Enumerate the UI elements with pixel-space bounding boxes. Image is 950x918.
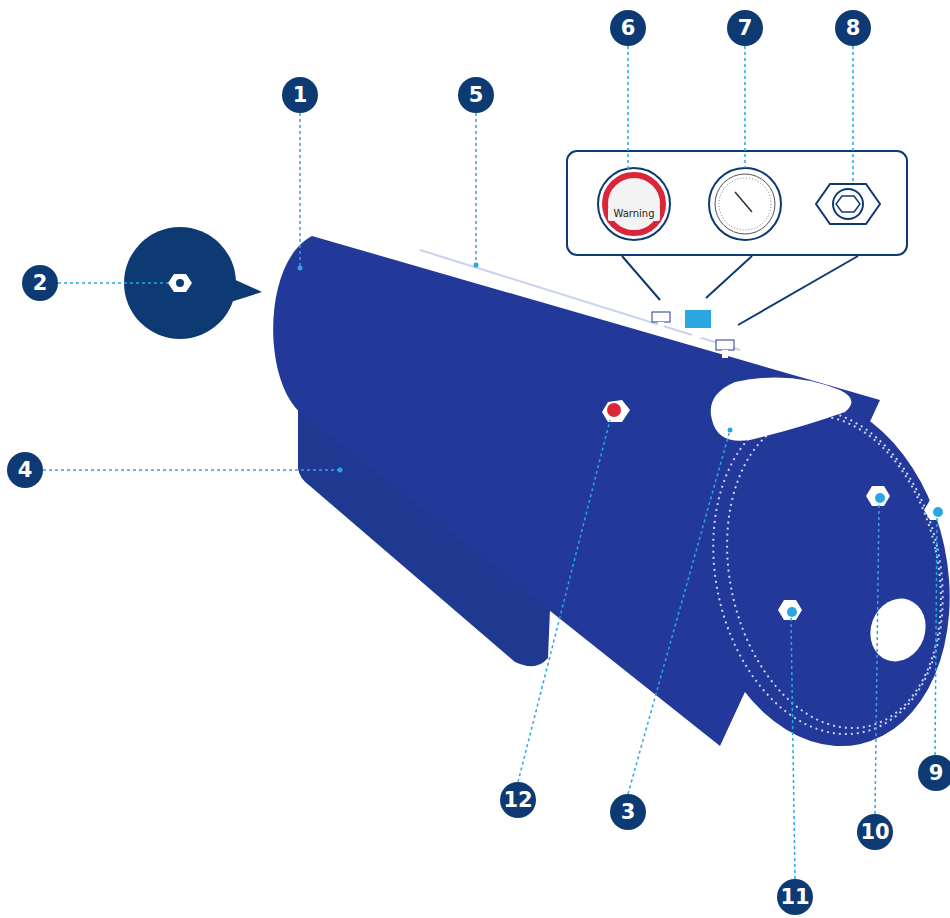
chamber-window	[711, 378, 852, 441]
valve-fitting	[778, 600, 802, 620]
callout-number: 10	[857, 814, 893, 850]
gauge-panel	[567, 151, 907, 255]
callout-number: 7	[727, 10, 763, 46]
callout-number: 11	[777, 879, 813, 915]
emergency-valve	[602, 400, 630, 422]
top-seam	[420, 250, 740, 350]
leader-line	[43, 46, 937, 879]
panel-pointer	[622, 256, 858, 325]
leader-dot	[298, 263, 733, 473]
callout-number: 3	[610, 794, 646, 830]
callout-number: 8	[835, 10, 871, 46]
zipper-dots	[684, 388, 950, 755]
gauge-warning-text: Warning	[608, 207, 660, 221]
callout-number: 1	[282, 77, 318, 113]
zipper-dots	[699, 396, 950, 748]
top-fitting	[692, 328, 702, 338]
callout-number: 4	[7, 452, 43, 488]
callout-number: 2	[22, 265, 58, 301]
callout-number: 5	[458, 77, 494, 113]
top-fitting	[652, 312, 670, 322]
hex-fitting	[816, 184, 880, 224]
warning-gauge	[598, 168, 670, 240]
top-fitting	[658, 322, 664, 330]
callout-number: 12	[500, 782, 536, 818]
pressure-gauge	[709, 168, 781, 240]
top-fitting	[722, 350, 728, 358]
valve-fitting	[866, 486, 890, 506]
callout-number: 9	[918, 755, 950, 791]
callout-number: 6	[610, 10, 646, 46]
chamber-end-cap	[665, 374, 950, 770]
valve-fitting	[924, 500, 948, 520]
top-fitting	[685, 310, 711, 328]
top-fitting	[716, 340, 734, 350]
port-hole	[862, 591, 935, 670]
